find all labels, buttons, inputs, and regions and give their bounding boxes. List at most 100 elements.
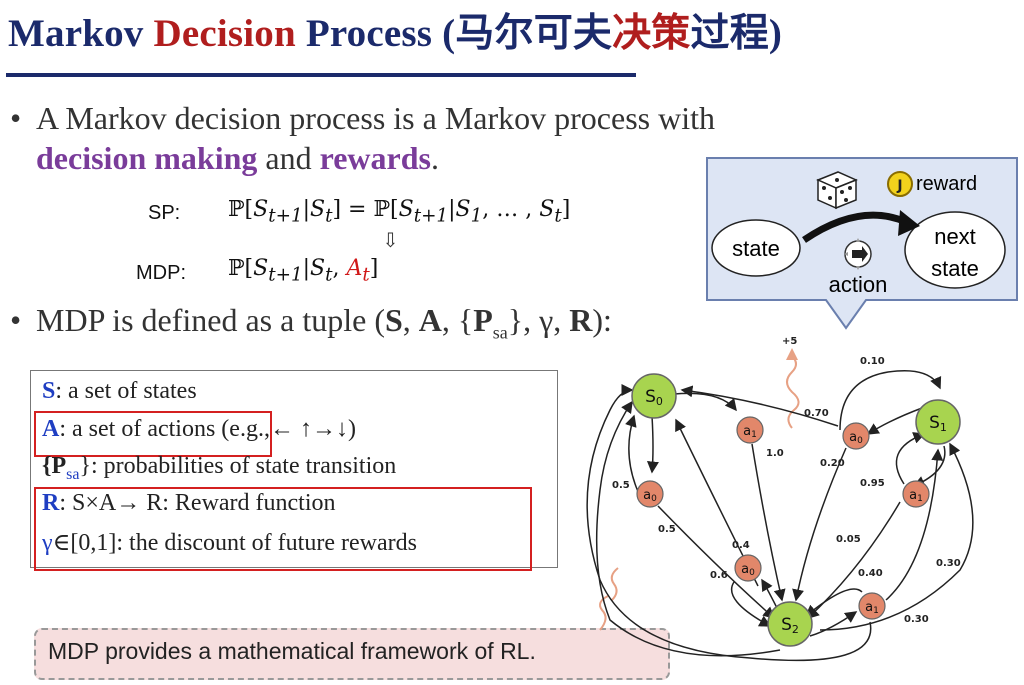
bullet-2-line: MDP is defined as a tuple (S, A, {Psa}, … [36,302,612,343]
page-title: Markov Decision Process (马尔可夫决策过程) [8,2,782,58]
edge-a1right-s1 [895,432,926,485]
label-05-low: 0.5 [658,524,676,535]
edge-s1-a1right [912,445,946,488]
edge-a0right-s2 [792,447,847,602]
title-text-5: 过程) [690,12,783,55]
label-plus5: +5 [782,336,797,347]
tuple-p: P [473,302,493,338]
callout-reward-label: reward [916,173,977,195]
def-discount-key: γ [42,530,53,556]
label-005: 0.05 [836,534,861,545]
callout-transition-arrow [802,211,908,243]
def-actions-text: : a set of actions [59,416,216,442]
def-states: S: a set of states [42,378,197,405]
edge-s0-a1top [673,392,737,412]
label-04: 0.4 [732,540,750,551]
edge-a0right-s0 [680,385,839,427]
edge-s1-a0right [866,407,923,435]
svg-text:a1: a1 [909,488,923,504]
tuple-rest: }, γ, [507,302,570,338]
title-rule [6,73,636,77]
callout-next-state-ellipse [904,211,1006,289]
mdp-equation: ℙ[St+1|St, At] [228,256,379,286]
label-040: 0.40 [858,568,883,579]
coin-icon: J [887,171,913,197]
edge-a1right-s2 [806,501,901,620]
tuple-sub: sa [492,322,508,343]
edge-labels: +5 0.10 0.70 1.0 0.20 0.95 0.5 0.5 0.4 0… [612,336,961,625]
label-030-lower: 0.30 [904,614,929,625]
and-text: and [257,140,320,176]
node-a1-bottom: a1 [858,592,886,620]
edge-s2-loop [595,400,781,657]
definition-box [30,370,558,568]
def-prob-text: }: probabilities of state transition [79,453,397,479]
edge-s2-a1bottom [809,611,858,637]
edge-a1bottom-s1 [885,448,944,601]
def-states-key: S [42,378,56,404]
label-06: 0.6 [710,570,728,581]
node-s2: S2 [767,601,813,647]
callout-action-label: action [829,272,888,297]
label-10: 1.0 [766,448,784,459]
node-a0-right: a0 [842,422,870,450]
def-discount: γ∈[0,1]: the discount of future rewards [42,528,417,557]
tuple-r: R [569,302,593,338]
bullet-1-line-1: A Markov decision process is a Markov pr… [36,100,715,136]
def-actions-example: (e.g.,← ↑→↓) [221,416,356,442]
callout-arrowhead [898,210,920,236]
title-text-2: Decision [153,12,296,55]
mdp-label: MDP: [136,262,186,284]
reward-squiggle-top [786,355,800,429]
period-text: . [430,140,439,176]
note-text: MDP provides a mathematical framework of… [48,638,536,664]
def-states-text: : a set of states [55,378,197,404]
def-reward: R: S×A→ R: Reward function [42,490,336,517]
graph-edges [586,370,974,662]
edge-a0mid-s2-a [730,581,772,627]
title-text-3: Process (马尔可夫 [295,12,613,55]
actions-highlight-box [34,411,272,457]
edge-a0left-s2 [657,505,776,619]
svg-text:a1: a1 [743,424,757,440]
svg-text:a0: a0 [849,430,863,446]
dice-icon [816,171,858,210]
callout-next-label-1: next [934,224,976,249]
edge-a1top-s2 [751,443,786,602]
callout-next-label-2: state [931,256,979,281]
callout-state-label: state [732,236,780,261]
tuple-end: ): [592,302,612,338]
label-010: 0.10 [860,356,885,367]
label-030-upper: 0.30 [936,558,961,569]
svg-text:a0: a0 [741,562,755,578]
node-a1-top: a1 [736,416,764,444]
node-a0-mid: a0 [734,554,762,582]
label-095: 0.95 [860,478,885,489]
bullet-1-line-2: decision making and rewards. [36,140,439,177]
reward-arrowhead-top [786,348,798,360]
callout-state-ellipse [711,219,801,277]
def-prob-key: {P [42,453,67,479]
tuple-a: A [418,302,442,338]
edge-s2-s1-curve [819,442,974,631]
rewards-text: rewards [319,140,431,176]
svg-text:a1: a1 [865,600,879,616]
def-reward-key: R [42,490,60,516]
node-a1-right: a1 [902,480,930,508]
bullet-dot-1: • [10,100,22,136]
edge-a0right-s1 [839,370,942,431]
note-box [34,628,670,680]
mdp-graph: S0 S1 S2 a1 a0 a0 a1 a0 a1 +5 0.10 0.70 … [586,336,974,662]
node-s1: S1 [915,399,961,445]
title-text-1: Markov [8,12,154,55]
sp-label: SP: [148,202,181,224]
reward-squiggle-bottom [610,567,619,601]
def-actions-key: A [42,416,60,442]
label-020: 0.20 [820,458,845,469]
edge-a1bottom-s0 [586,384,872,662]
tuple-prefix: MDP is defined as a tuple ( [36,302,385,338]
edge-s0-a0left [646,415,659,474]
def-actions: A: a set of actions (e.g.,← ↑→↓) [42,416,356,443]
bullet-dot-2: • [10,302,22,338]
edge-s2-a0mid [761,578,779,611]
